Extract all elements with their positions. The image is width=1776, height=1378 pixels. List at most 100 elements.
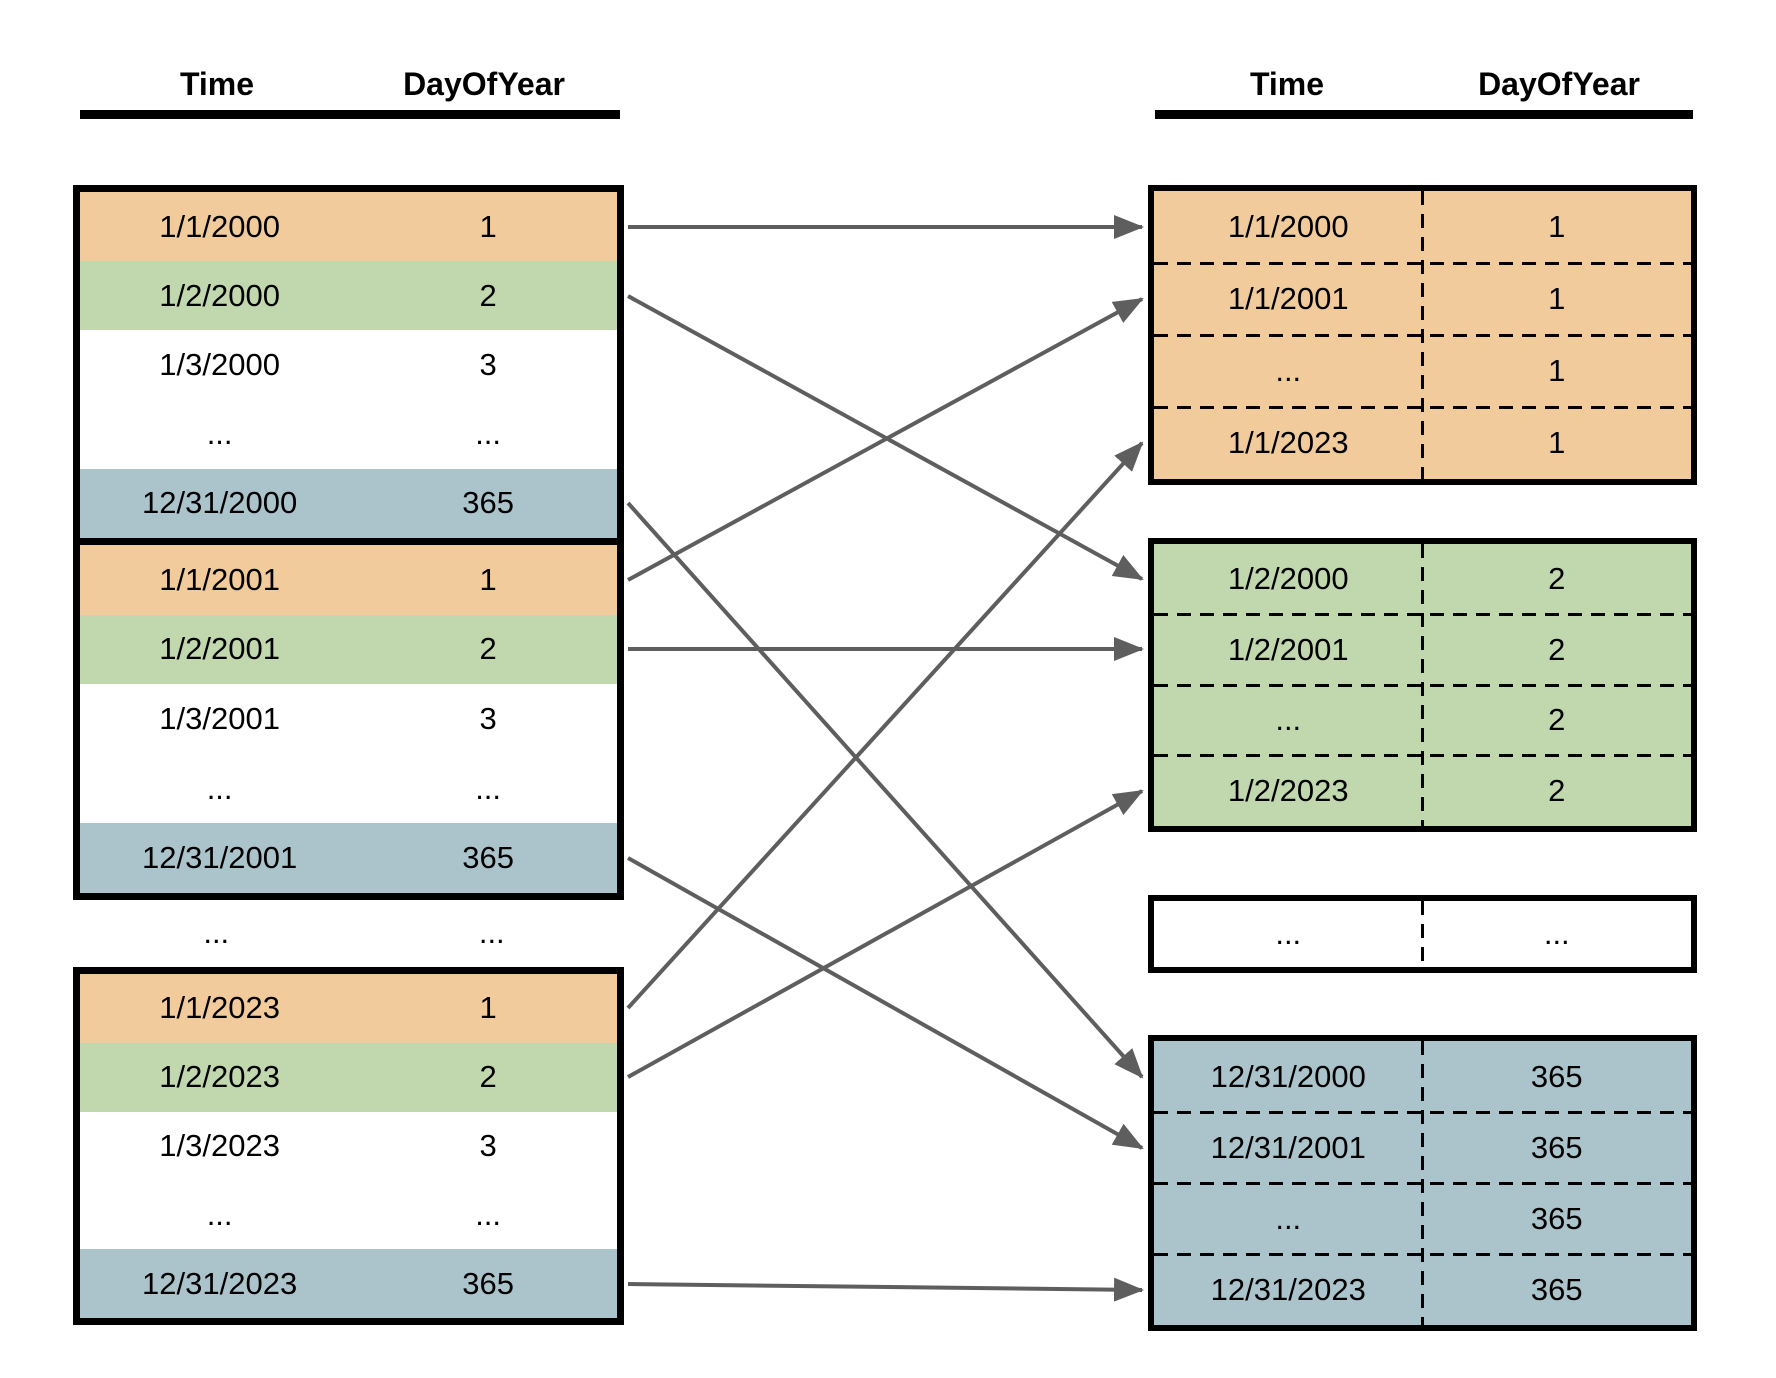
table-row: 12/31/2000 365 xyxy=(1154,1041,1691,1112)
dayofyear-cell: 365 xyxy=(1530,1058,1583,1094)
dayofyear-cell: 1 xyxy=(1548,425,1566,460)
time-cell: 1/1/2001 xyxy=(1227,281,1349,316)
mapping-arrow xyxy=(626,441,1144,1010)
dayofyear-cell: 365 xyxy=(462,840,514,876)
time-cell: ... xyxy=(1275,1200,1302,1236)
column-divider xyxy=(1421,1041,1424,1325)
right-table-ellipsis: ...... xyxy=(1148,895,1697,973)
dayofyear-cell: 3 xyxy=(479,347,497,382)
table-row: 1/1/2000 1 xyxy=(80,192,617,262)
column-divider xyxy=(1421,544,1424,826)
left-header-rule xyxy=(80,110,620,119)
table-row: 1/2/2001 2 xyxy=(80,614,617,685)
time-cell: 12/31/2000 xyxy=(142,485,298,521)
table-row: 1/2/2000 2 xyxy=(80,261,617,331)
dayofyear-cell: ... xyxy=(478,915,505,950)
column-divider xyxy=(1421,191,1424,479)
time-cell: 1/2/2023 xyxy=(159,1059,280,1095)
dayofyear-cell: 365 xyxy=(1530,1129,1583,1165)
dayofyear-cell: 1 xyxy=(479,561,497,597)
time-cell: ... xyxy=(1275,353,1302,388)
table-row: ...... xyxy=(80,399,617,469)
time-cell: ... xyxy=(206,770,233,806)
column-divider xyxy=(1421,901,1424,967)
dayofyear-cell: ... xyxy=(1543,916,1570,951)
time-cell: 12/31/2001 xyxy=(1210,1129,1366,1165)
time-cell: 12/31/2023 xyxy=(1210,1271,1366,1307)
mapping-arrow xyxy=(626,501,1144,1079)
dayofyear-cell: 2 xyxy=(1548,561,1566,597)
dayofyear-cell: 2 xyxy=(1548,702,1566,738)
dayofyear-cell: ... xyxy=(475,1196,502,1232)
time-cell: 1/1/2000 xyxy=(1227,209,1349,244)
dayofyear-cell: 3 xyxy=(479,1127,497,1163)
table-row: 1/1/2023 1 xyxy=(80,974,617,1043)
dayofyear-cell: 1 xyxy=(1548,209,1566,244)
table-row: 1/2/2000 2 xyxy=(1154,544,1691,615)
table-row: 1/3/2023 3 xyxy=(80,1111,617,1181)
right-header-dayofyear: DayOfYear xyxy=(1478,66,1640,102)
time-cell: 1/3/2000 xyxy=(159,347,280,382)
time-cell: 1/1/2000 xyxy=(159,208,280,244)
dayofyear-cell: ... xyxy=(475,416,502,452)
time-cell: 1/2/2023 xyxy=(1227,772,1349,808)
dayofyear-cell: ... xyxy=(475,770,502,806)
table-row: 12/31/2001 365 xyxy=(80,823,617,893)
time-cell: ... xyxy=(206,1196,233,1232)
right-table-day-1: 1/1/2000 1 1/1/2001 1... 1 1/1/2023 1 xyxy=(1148,185,1697,485)
mapping-arrow xyxy=(627,1277,1144,1302)
right-header-rule xyxy=(1155,110,1693,119)
time-cell: 1/1/2001 xyxy=(159,561,280,597)
dayofyear-cell: 1 xyxy=(1548,281,1566,316)
table-row: 1/1/2001 1 xyxy=(80,545,617,615)
time-cell: ... xyxy=(1275,916,1302,951)
dayofyear-cell: 2 xyxy=(479,277,497,313)
time-cell: ... xyxy=(203,915,230,950)
dayofyear-cell: 2 xyxy=(1548,631,1566,667)
time-cell: 1/1/2023 xyxy=(159,990,280,1026)
time-cell: 12/31/2000 xyxy=(1210,1058,1366,1094)
time-cell: 1/1/2023 xyxy=(1227,425,1349,460)
time-cell: 1/3/2023 xyxy=(159,1127,280,1163)
table-row: ...... xyxy=(80,753,617,824)
dayofyear-cell: 365 xyxy=(1530,1200,1583,1236)
table-row: ...... xyxy=(1154,901,1691,967)
time-cell: 12/31/2001 xyxy=(142,840,298,876)
table-row: 12/31/2023 365 xyxy=(80,1249,617,1318)
right-table-day-2: 1/2/2000 2 1/2/2001 2... 2 1/2/2023 2 xyxy=(1148,538,1697,832)
mapping-arrow xyxy=(627,856,1144,1150)
dayofyear-cell: 3 xyxy=(479,700,497,736)
dayofyear-cell: 1 xyxy=(479,208,497,244)
time-cell: ... xyxy=(206,416,233,452)
time-cell: 1/2/2001 xyxy=(1227,631,1349,667)
dayofyear-cell: 365 xyxy=(1530,1271,1583,1307)
time-cell: 1/2/2000 xyxy=(1227,561,1349,597)
mapping-arrow xyxy=(627,297,1144,582)
dayofyear-cell: 2 xyxy=(479,1059,497,1095)
time-cell: 1/2/2001 xyxy=(159,631,280,667)
table-row: 1/2/2023 2 xyxy=(80,1042,617,1112)
dayofyear-cell: 1 xyxy=(479,990,497,1026)
dayofyear-cell: 2 xyxy=(479,631,497,667)
time-cell: ... xyxy=(1275,702,1302,738)
mapping-arrow xyxy=(627,789,1144,1079)
table-row: ...... xyxy=(80,1180,617,1250)
table-row: 1/1/2000 1 xyxy=(1154,191,1691,263)
left-header-dayofyear: DayOfYear xyxy=(403,66,565,102)
dayofyear-cell: 2 xyxy=(1548,772,1566,808)
right-header-time: Time xyxy=(1249,66,1325,102)
time-cell: 12/31/2023 xyxy=(142,1265,298,1301)
time-cell: 1/2/2000 xyxy=(159,277,280,313)
dayofyear-cell: 1 xyxy=(1548,353,1566,388)
left-header-time: Time xyxy=(179,66,255,102)
table-row: 1/3/2000 3 xyxy=(80,330,617,400)
mapping-arrow xyxy=(627,294,1144,581)
dayofyear-cell: 365 xyxy=(462,1265,514,1301)
